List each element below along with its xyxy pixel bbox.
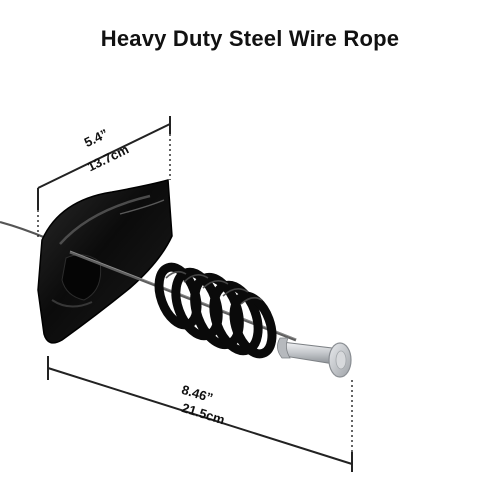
mount-plate bbox=[37, 179, 173, 344]
width-inches-label: 5.4” bbox=[82, 126, 111, 150]
coil-spring bbox=[154, 262, 277, 359]
length-cm-label: 21.5cm bbox=[180, 400, 227, 427]
length-dimension: 8.46” 21.5cm bbox=[47, 356, 353, 472]
cable-tail bbox=[0, 220, 47, 240]
cable-end-fitting bbox=[277, 337, 352, 378]
product-title: Heavy Duty Steel Wire Rope bbox=[100, 26, 400, 51]
